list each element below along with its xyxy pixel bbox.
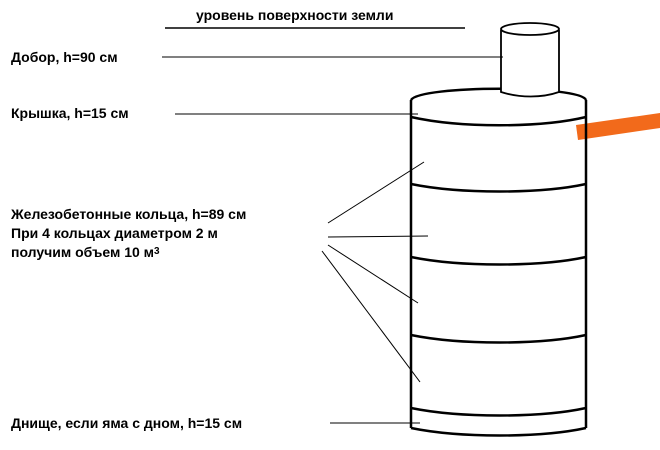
lid-label: Крышка, h=15 см (11, 105, 129, 121)
tank-bottom (410, 426, 587, 437)
leader-ring-3 (327, 244, 419, 304)
rings-volume-exponent: 3 (154, 246, 160, 257)
rings-label-line1: Железобетонные кольца, h=89 см (11, 206, 247, 222)
rings-label-line2: При 4 кольцах диаметром 2 м (11, 225, 218, 241)
ring-separator-3 (410, 333, 587, 344)
rings-label-line3: получим объем 10 м3 (11, 243, 246, 264)
leader-ring-1 (327, 161, 425, 224)
ring-separator-2 (410, 255, 587, 266)
lid-separator (410, 115, 587, 127)
ring-separator-4 (410, 406, 587, 417)
leader-lines (162, 56, 503, 424)
outlet-pipe (576, 113, 660, 140)
extension-cylinder (500, 22, 560, 98)
leader-ring-2 (327, 235, 429, 238)
rings-volume-text: получим объем 10 м (11, 244, 155, 260)
ground-level-label: уровень поверхности земли (196, 7, 394, 23)
ring-separator-1 (410, 182, 587, 193)
tank-body (409, 87, 588, 437)
rings-label: Железобетонные кольца, h=89 см При 4 кол… (11, 205, 246, 264)
leader-ring-4 (321, 250, 421, 383)
bottom-label: Днище, если яма с дном, h=15 см (11, 415, 243, 431)
extension-label: Добор, h=90 см (11, 49, 118, 65)
